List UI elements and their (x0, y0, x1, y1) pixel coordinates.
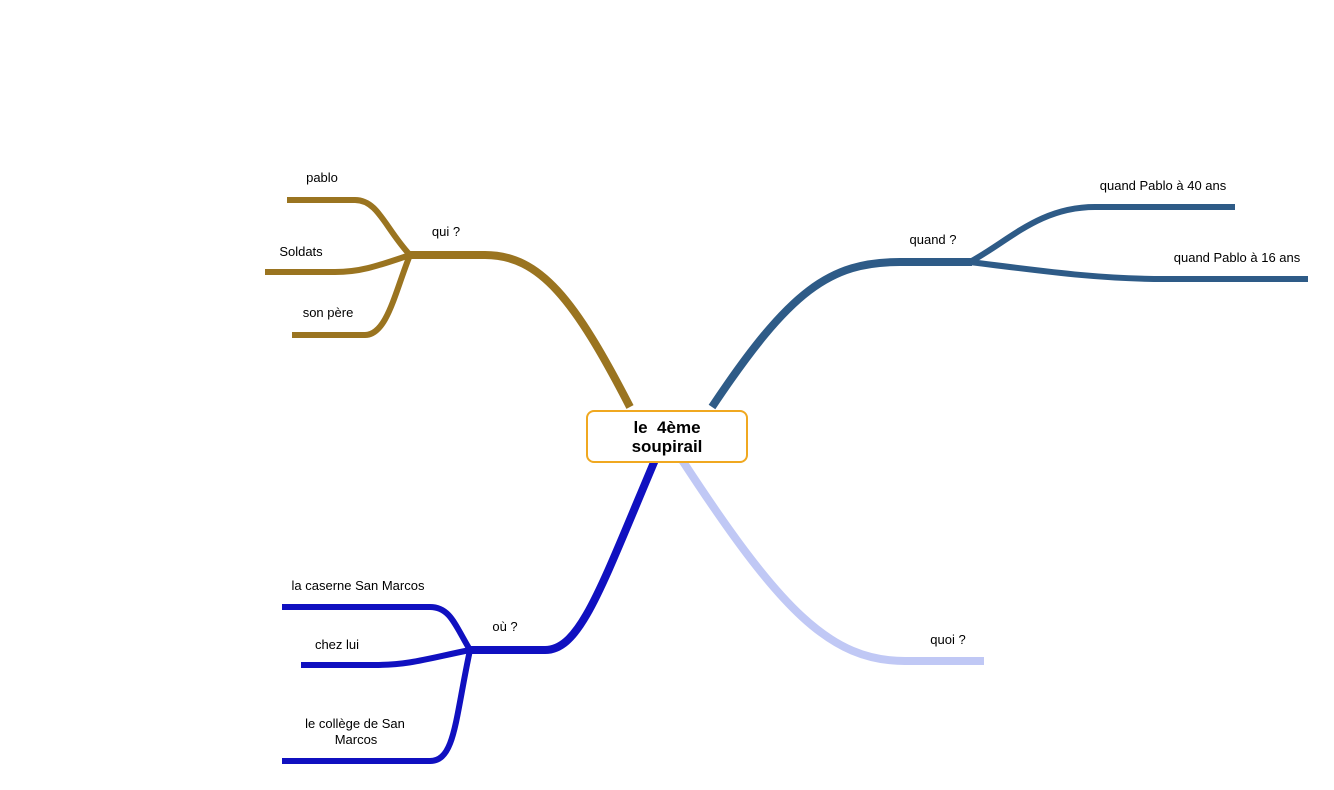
label-quoi[interactable]: quoi ? (930, 632, 965, 647)
branch-line-caserne[interactable] (282, 604, 473, 652)
branch-line-pablo[interactable] (287, 197, 413, 258)
label-qui[interactable]: qui ? (432, 224, 460, 239)
branch-line-ou[interactable] (468, 458, 659, 654)
label-quand[interactable]: quand ? (910, 232, 957, 247)
label-soldats[interactable]: Soldats (279, 244, 323, 259)
label-college-line1[interactable]: le collège de San (305, 716, 405, 731)
branch-ou (282, 458, 659, 764)
branch-quand (708, 204, 1308, 410)
central-topic-line2: soupirail (631, 436, 703, 456)
branch-line-college[interactable] (282, 649, 473, 764)
label-chez-lui[interactable]: chez lui (315, 637, 359, 652)
label-college-line2[interactable]: Marcos (335, 732, 378, 747)
branch-quoi (678, 457, 984, 665)
central-topic-line1: le 4ème (633, 417, 701, 437)
label-40-ans[interactable]: quand Pablo à 40 ans (1100, 178, 1227, 193)
label-son-pere[interactable]: son père (303, 305, 354, 320)
branch-line-16-ans[interactable] (969, 259, 1308, 282)
label-pablo[interactable]: pablo (306, 170, 338, 185)
branch-line-chez-lui[interactable] (301, 647, 471, 668)
branch-line-qui[interactable] (408, 251, 634, 409)
branch-qui (265, 197, 634, 409)
branch-line-quoi[interactable] (678, 457, 984, 665)
central-topic[interactable]: le 4ème soupirail (586, 410, 748, 463)
label-caserne[interactable]: la caserne San Marcos (292, 578, 425, 593)
branch-line-40-ans[interactable] (968, 204, 1235, 265)
label-16-ans[interactable]: quand Pablo à 16 ans (1174, 250, 1301, 265)
branch-line-son-pere[interactable] (292, 253, 413, 338)
branch-line-quand[interactable] (708, 258, 972, 410)
label-ou[interactable]: où ? (492, 619, 517, 634)
branch-line-soldats[interactable] (265, 252, 411, 275)
